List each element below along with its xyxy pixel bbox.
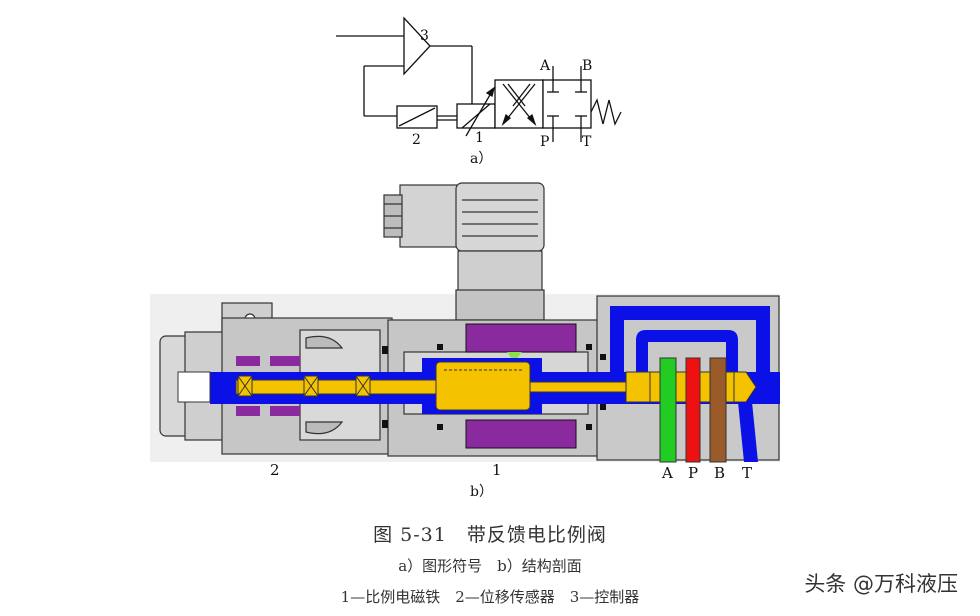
- graphic-symbol: [336, 16, 622, 142]
- port-label-a: A: [539, 58, 551, 74]
- sensor-rod: [235, 379, 437, 395]
- sensor-coil-bottom-1: [236, 406, 260, 416]
- sublabel-a: a）: [470, 151, 492, 167]
- solenoid-coil-top: [465, 323, 577, 353]
- port-a-channel: [659, 357, 677, 463]
- figure-subcaption: a）图形符号 b）结构剖面: [398, 557, 582, 575]
- callout-sensor-a: 2: [412, 132, 421, 148]
- port-label-b-b: B: [714, 464, 725, 482]
- sensor-coil-bottom-2: [270, 406, 300, 416]
- callout-sensor-b: 2: [270, 461, 280, 479]
- callout-magnet-a: 1: [475, 130, 484, 146]
- watermark: 头条 @万科液压: [804, 572, 958, 596]
- valve-envelope-center: [542, 79, 592, 129]
- tank-channel: [610, 306, 770, 372]
- callout-magnet-b: 1: [492, 461, 502, 479]
- port-label-b-t: T: [742, 464, 752, 482]
- port-label-p: P: [540, 134, 549, 150]
- port-label-b-a: A: [661, 464, 673, 482]
- port-t-channel: [738, 402, 758, 462]
- port-p-channel: [685, 357, 701, 463]
- port-label-t: T: [582, 134, 592, 150]
- port-b-channel: [709, 357, 727, 463]
- port-label-b: B: [582, 58, 592, 74]
- sensor-coil-top-2: [270, 356, 300, 366]
- controller-symbol: [403, 16, 431, 76]
- push-rod: [529, 381, 631, 393]
- figure-title: 图 5-31 带反馈电比例阀: [373, 524, 607, 546]
- solenoid-coil-bottom: [465, 419, 577, 449]
- cross-section: [150, 182, 780, 463]
- port-label-b-p: P: [688, 464, 698, 482]
- spring-symbol: [590, 98, 622, 126]
- figure-legend: 1—比例电磁铁 2—位移传感器 3—控制器: [340, 588, 640, 606]
- armature: [435, 361, 531, 411]
- connector-plug: [383, 182, 545, 321]
- sensor-coil-top-1: [236, 356, 260, 366]
- sublabel-b: b）: [470, 484, 493, 500]
- callout-controller: 3: [420, 28, 429, 44]
